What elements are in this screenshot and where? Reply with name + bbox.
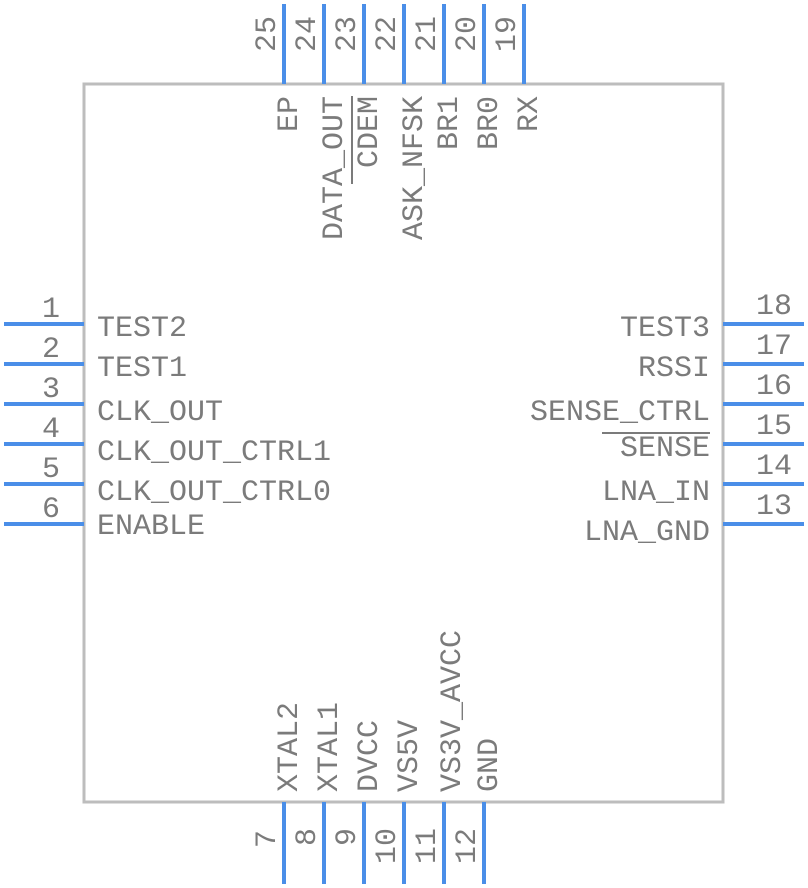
pin-number-22: 22 <box>371 16 405 52</box>
pin-number-23: 23 <box>331 16 365 52</box>
pin-9: 9 DVCC <box>331 720 387 884</box>
pin-number-10: 10 <box>371 828 405 864</box>
pin-11: 11 VS3V_AVCC <box>411 630 470 884</box>
pin-6: 6 ENABLE <box>4 493 205 544</box>
pin-name-22: ASK_NFSK <box>398 96 432 240</box>
pin-12: 12 GND <box>451 738 507 884</box>
pin-name-3: CLK_OUT <box>97 396 223 430</box>
pin-name-13: LNA_GND <box>584 516 710 550</box>
pin-name-24: DATA_OUT <box>318 96 352 240</box>
pin-number-24: 24 <box>291 16 325 52</box>
pin-2: 2 TEST1 <box>4 333 187 386</box>
pin-18: 18 TEST3 <box>620 290 804 346</box>
pin-number-16: 16 <box>756 370 792 404</box>
pin-name-16: SENSE_CTRL <box>530 396 710 430</box>
pin-name-23: CDEM <box>353 96 387 168</box>
pin-14: 14 LNA_IN <box>602 450 804 510</box>
pin-number-12: 12 <box>451 828 485 864</box>
pin-name-4: CLK_OUT_CTRL1 <box>97 436 331 470</box>
pin-number-5: 5 <box>42 453 60 487</box>
pin-5: 5 CLK_OUT_CTRL0 <box>4 453 331 510</box>
pin-24: 24 DATA_OUT <box>291 4 352 240</box>
component-body <box>82 82 725 804</box>
pin-19: 19 RX <box>491 4 547 132</box>
pin-number-18: 18 <box>756 290 792 324</box>
pin-number-19: 19 <box>491 16 525 52</box>
pin-number-4: 4 <box>42 413 60 447</box>
pin-name-19: RX <box>513 96 547 132</box>
pin-number-3: 3 <box>42 373 60 407</box>
pin-number-1: 1 <box>42 293 60 327</box>
pin-name-18: TEST3 <box>620 312 710 346</box>
pin-name-20: BR0 <box>473 96 507 150</box>
pin-number-21: 21 <box>411 16 445 52</box>
pin-number-17: 17 <box>756 330 792 364</box>
pin-3: 3 CLK_OUT <box>4 373 223 430</box>
pin-number-11: 11 <box>411 828 445 864</box>
pin-number-7: 7 <box>251 830 285 848</box>
pin-name-15: SENSE <box>620 432 710 466</box>
pin-20: 20 BR0 <box>451 4 507 150</box>
pin-13: 13 LNA_GND <box>584 490 804 550</box>
pin-number-9: 9 <box>331 828 365 846</box>
pin-name-9: DVCC <box>353 720 387 792</box>
pin-name-7: XTAL2 <box>273 702 307 792</box>
pin-17: 17 RSSI <box>638 330 804 386</box>
pin-number-14: 14 <box>756 450 792 484</box>
pin-15: 15 SENSE <box>602 410 804 466</box>
pin-number-6: 6 <box>42 493 60 527</box>
pin-name-6: ENABLE <box>97 510 205 544</box>
pin-number-25: 25 <box>251 16 285 52</box>
pin-name-11: VS3V_AVCC <box>436 630 470 792</box>
pin-7: 7 XTAL2 <box>251 702 307 884</box>
pin-name-21: BR1 <box>433 96 467 150</box>
pin-name-12: GND <box>473 738 507 792</box>
pin-name-1: TEST2 <box>97 312 187 346</box>
pin-name-8: XTAL1 <box>313 702 347 792</box>
pin-name-5: CLK_OUT_CTRL0 <box>97 476 331 510</box>
pin-name-2: TEST1 <box>97 352 187 386</box>
pin-4: 4 CLK_OUT_CTRL1 <box>4 413 331 470</box>
pin-name-10: VS5V <box>393 720 427 792</box>
pin-25: 25 EP <box>251 4 307 132</box>
pin-name-25: EP <box>273 96 307 132</box>
pin-number-13: 13 <box>756 490 792 524</box>
pin-number-2: 2 <box>42 333 60 367</box>
pin-number-15: 15 <box>756 410 792 444</box>
pin-22: 22 ASK_NFSK <box>371 4 432 240</box>
pin-1: 1 TEST2 <box>4 293 187 346</box>
pin-number-8: 8 <box>291 828 325 846</box>
pin-23: 23 CDEM <box>331 4 387 184</box>
pin-10: 10 VS5V <box>371 720 427 884</box>
pin-name-14: LNA_IN <box>602 476 710 510</box>
pin-16: 16 SENSE_CTRL <box>530 370 804 430</box>
pin-21: 21 BR1 <box>411 4 467 150</box>
pin-8: 8 XTAL1 <box>291 702 347 884</box>
pin-number-20: 20 <box>451 16 485 52</box>
pin-name-17: RSSI <box>638 352 710 386</box>
